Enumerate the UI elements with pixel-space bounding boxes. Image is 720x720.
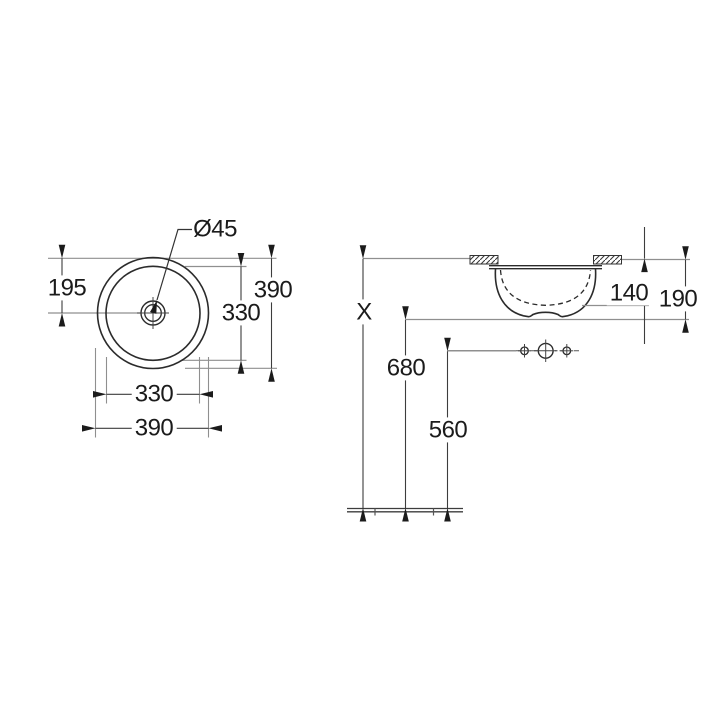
elevation-view (347, 227, 690, 522)
plan-view (48, 228, 277, 438)
basin-outer-rim-circle (96, 256, 210, 370)
dim-label-inner-bowl-height: 330 (218, 300, 264, 326)
basin-inner-rim-circle (105, 265, 201, 362)
dim-label-center-offset: 195 (44, 275, 90, 301)
basin-outer-profile (494, 268, 597, 318)
dim-label-tap-hole-diameter: Ø45 (192, 215, 238, 243)
countertop-hatch-left (469, 255, 499, 265)
dim-label-installation-height: X (353, 299, 375, 325)
tap-hole-leader-line (149, 228, 192, 314)
dim-label-overall-height: 390 (250, 277, 296, 303)
dim-label-outlet-height: 560 (425, 417, 471, 443)
countertop-hatch-right (593, 255, 622, 265)
dim-label-overall-width: 390 (131, 415, 177, 441)
dim-label-inner-bowl-width: 330 (131, 381, 177, 407)
basin-inner-profile-dashed (499, 269, 592, 306)
dim-label-bowl-total-depth: 190 (655, 286, 701, 312)
dim-label-bowl-inner-depth: 140 (606, 280, 652, 306)
dim-label-underside-height: 680 (383, 355, 429, 381)
